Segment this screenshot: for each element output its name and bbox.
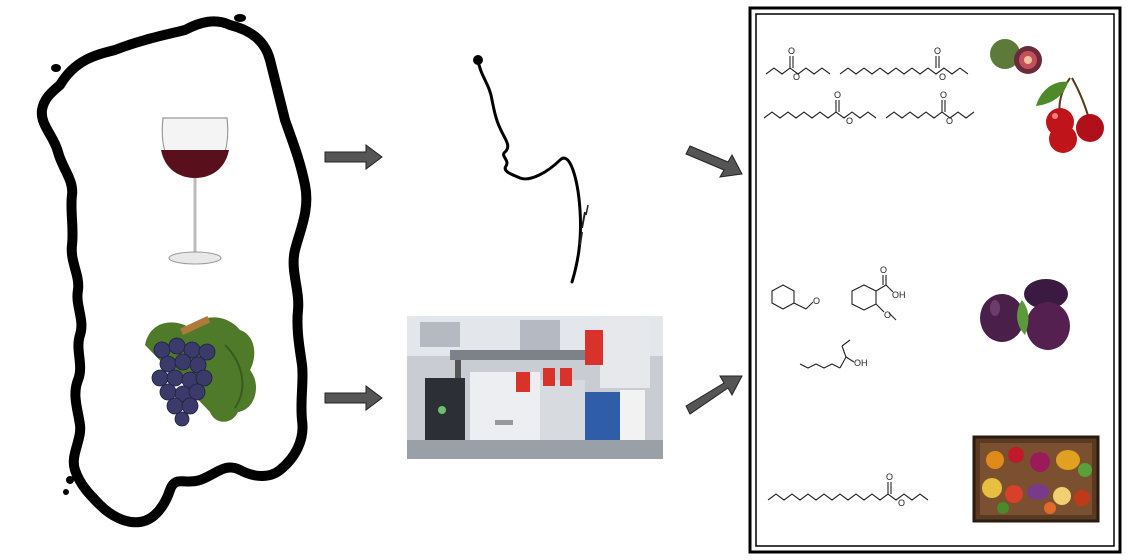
molecule-8-o-label: O [886,472,893,482]
molecule-ethylhexanol [799,339,855,369]
molecule-ethyl-hexanoate [885,100,975,119]
molecule-ethyl-octanoate [763,100,877,119]
arrow-to-nose [324,144,383,170]
arrow-to-instrument [324,385,383,411]
gc-ms-instrument-icon [407,316,663,459]
molecule-2-o-label: O [934,46,941,56]
molecule-2-ester-o-label: O [939,72,946,82]
molecule-1-ester-o-label: O [793,72,800,82]
mixed-fruit-box-icon [972,435,1100,523]
molecule-5-o-label: O [813,296,820,306]
arrow-instrument-to-panel [685,375,743,415]
molecule-3-ester-o-label: O [846,116,853,126]
molecule-ethyl-butanoate [765,56,831,75]
molecule-4-o-label: O [940,90,947,100]
molecule-8-ester-o-label: O [898,498,905,508]
molecule-4-ester-o-label: O [946,116,953,126]
cherry-icon [1036,77,1104,153]
human-nose-profile-icon [473,55,589,284]
molecule-methoxybenzoic-acid [851,275,897,321]
molecule-6-carbonyl-o-label: O [880,265,887,275]
molecule-ethyl-decanoate [839,56,969,75]
arrow-nose-to-panel [685,145,743,178]
plum-icon [980,279,1070,350]
grape-bunch-icon [145,315,257,427]
molecule-7-oh-label: OH [854,358,868,368]
sardinia-outline [36,14,312,528]
molecule-3-o-label: O [834,90,841,100]
wine-glass-icon [161,117,229,265]
molecule-ethyl-dodecanoate [767,482,929,501]
molecule-1-o-label: O [788,46,795,56]
molecule-6-oh-label: OH [892,290,906,300]
fig-icon [990,39,1042,74]
molecule-benzaldehyde [771,284,814,310]
molecule-6-methoxy-o-label: O [884,310,891,320]
